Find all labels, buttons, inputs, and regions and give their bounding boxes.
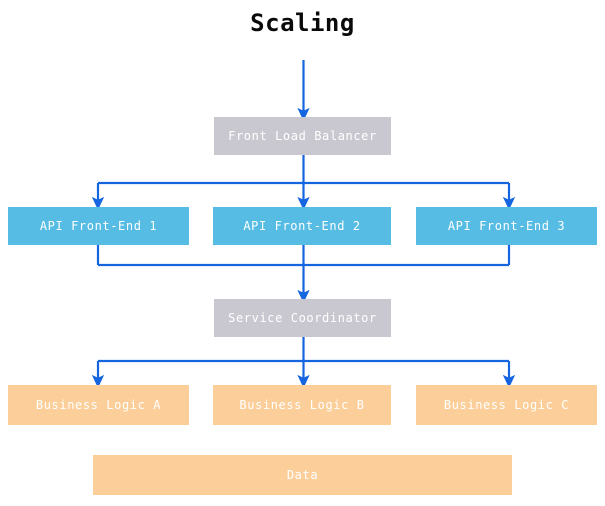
node-business-logic-a[interactable]: Business Logic A <box>8 385 189 425</box>
page-title: Scaling <box>250 9 355 37</box>
node-label-business-logic-a: Business Logic A <box>35 398 162 412</box>
node-label-api-front-end-1: API Front-End 1 <box>39 219 158 233</box>
node-label-api-front-end-3: API Front-End 3 <box>447 219 566 233</box>
node-label-business-logic-b: Business Logic B <box>239 398 365 412</box>
node-front-load-balancer[interactable]: Front Load Balancer <box>214 117 391 155</box>
node-data[interactable]: Data <box>93 455 512 495</box>
node-label-service-coordinator: Service Coordinator <box>228 311 377 325</box>
node-business-logic-b[interactable]: Business Logic B <box>213 385 391 425</box>
node-api-front-end-2[interactable]: API Front-End 2 <box>213 207 391 245</box>
node-api-front-end-3[interactable]: API Front-End 3 <box>416 207 597 245</box>
node-label-front-load-balancer: Front Load Balancer <box>228 129 377 143</box>
node-label-business-logic-c: Business Logic C <box>443 398 570 412</box>
node-label-api-front-end-2: API Front-End 2 <box>243 219 361 233</box>
node-service-coordinator[interactable]: Service Coordinator <box>214 299 391 337</box>
node-business-logic-c[interactable]: Business Logic C <box>416 385 597 425</box>
node-api-front-end-1[interactable]: API Front-End 1 <box>8 207 189 245</box>
node-label-data: Data <box>286 468 319 482</box>
